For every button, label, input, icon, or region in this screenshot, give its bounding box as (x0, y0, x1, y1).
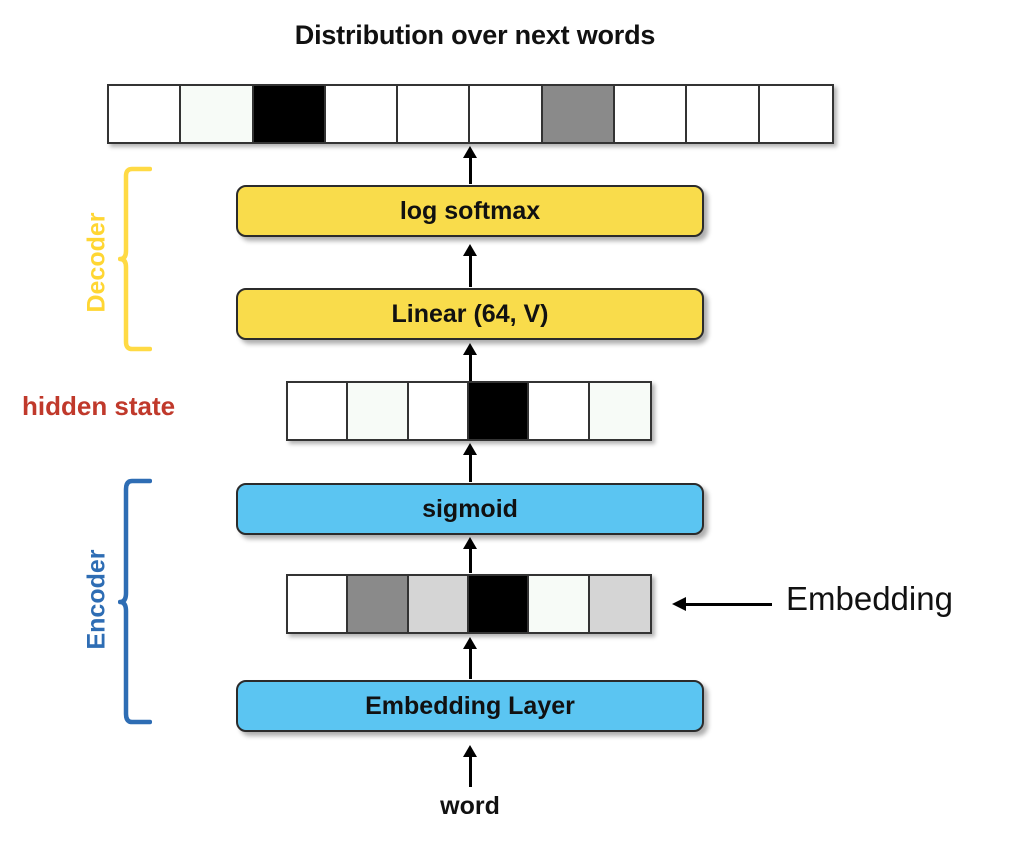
page-title: Distribution over next words (294, 20, 656, 50)
arrow-word-to-embeddinglayer (463, 745, 477, 787)
distribution-vector-row (107, 84, 834, 144)
input-word-label: word (440, 792, 500, 820)
distribution-cell-3 (253, 86, 326, 142)
decoder-bracket-icon (118, 166, 152, 352)
arrow-hiddenstate-to-linear (463, 343, 477, 381)
distribution-cell-4 (325, 86, 399, 142)
encoder-bracket-icon (118, 478, 152, 725)
distribution-cell-8 (615, 86, 688, 142)
encoder-group-label: Encoder (82, 549, 111, 650)
embedding-cell-4 (469, 576, 530, 632)
hidden-state-cell-2 (348, 383, 409, 439)
hidden-state-cell-3 (408, 383, 470, 439)
embedding-annotation-label: Embedding (786, 580, 953, 617)
sigmoid-label: sigmoid (422, 494, 518, 523)
distribution-cell-10 (759, 86, 832, 142)
log-softmax-label: log softmax (399, 196, 541, 225)
distribution-cell-1 (109, 86, 182, 142)
embedding-cell-6 (589, 576, 651, 632)
linear-label: Linear (64, V) (391, 299, 549, 328)
sigmoid-box[interactable]: sigmoid (236, 483, 704, 535)
distribution-cell-9 (687, 86, 760, 142)
embedding-cell-1 (288, 576, 349, 632)
arrow-embedding-to-sigmoid (463, 537, 477, 573)
hidden-state-vector-row (286, 381, 652, 441)
hidden-state-cell-6 (589, 383, 651, 439)
decoder-group-label: Decoder (82, 212, 111, 313)
embedding-annotation-arrow-icon (672, 597, 772, 611)
embedding-cell-5 (529, 576, 590, 632)
hidden-state-label: hidden state (22, 391, 176, 421)
embedding-layer-label: Embedding Layer (365, 691, 575, 720)
hidden-state-cell-1 (288, 383, 349, 439)
embedding-cell-2 (348, 576, 409, 632)
distribution-cell-5 (398, 86, 471, 142)
embedding-layer-box[interactable]: Embedding Layer (236, 680, 704, 732)
arrow-logsoftmax-to-distribution (463, 146, 477, 184)
linear-box[interactable]: Linear (64, V) (236, 288, 704, 340)
embedding-vector-row (286, 574, 652, 634)
distribution-cell-7 (542, 86, 616, 142)
log-softmax-box[interactable]: log softmax (236, 185, 704, 237)
hidden-state-cell-5 (529, 383, 590, 439)
arrow-linear-to-logsoftmax (463, 244, 477, 287)
embedding-cell-3 (408, 576, 470, 632)
arrow-embeddinglayer-to-embedding (463, 637, 477, 679)
hidden-state-cell-4 (469, 383, 530, 439)
distribution-cell-2 (181, 86, 254, 142)
distribution-cell-6 (470, 86, 543, 142)
arrow-sigmoid-to-hiddenstate (463, 443, 477, 482)
